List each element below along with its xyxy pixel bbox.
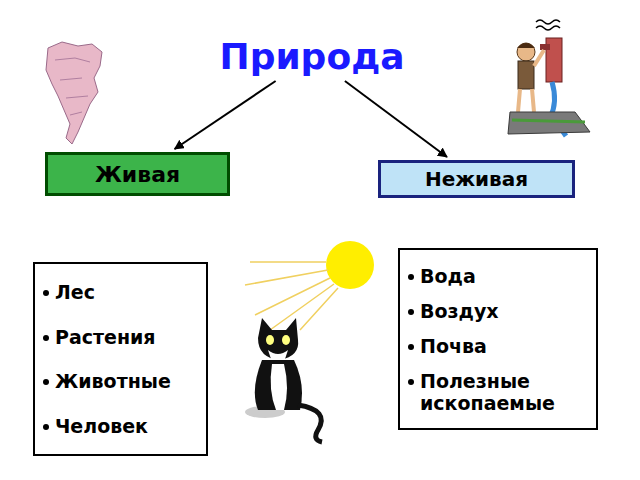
list-item: Вода — [404, 265, 592, 287]
node-label: Неживая — [385, 167, 568, 191]
list-item: Животные — [39, 370, 202, 392]
list-item: Лес — [39, 281, 202, 303]
living-box: Живая — [45, 152, 230, 196]
boy-pump — [508, 20, 590, 136]
list-text: Животные — [55, 370, 171, 392]
bullet — [408, 274, 414, 280]
node-label: Природа — [210, 36, 414, 77]
list-item: Почва — [404, 335, 592, 357]
bullet — [43, 379, 49, 385]
bullet — [43, 290, 49, 296]
list-item: Полезные ископаемые — [404, 370, 592, 414]
bullet — [43, 335, 49, 341]
list-text: Растения — [55, 326, 156, 348]
list-item: Воздух — [404, 300, 592, 322]
living-list: ЛесРастенияЖивотныеЧеловек — [33, 262, 208, 456]
map-regions — [55, 58, 90, 115]
list-text: Лес — [55, 281, 95, 303]
list-item: Растения — [39, 326, 202, 348]
list-text: Почва — [420, 335, 487, 357]
cat — [245, 318, 322, 442]
bullet — [408, 379, 414, 385]
bullet — [408, 344, 414, 350]
list-text: Воздух — [420, 300, 499, 322]
bullet — [43, 424, 49, 430]
arrow — [345, 81, 447, 157]
list-item: Человек — [39, 415, 202, 437]
nonliving-box: Неживая — [378, 160, 575, 198]
title-node: Природа — [210, 36, 414, 77]
nonliving-list: ВодаВоздухПочваПолезные ископаемые — [398, 248, 598, 430]
list-text: Человек — [55, 415, 148, 437]
arrow — [175, 81, 276, 149]
sun — [245, 241, 374, 330]
node-label: Живая — [52, 162, 223, 187]
list-text: Вода — [420, 265, 476, 287]
map-outline — [46, 42, 102, 144]
bullet — [408, 309, 414, 315]
list-text: Полезные ископаемые — [420, 370, 592, 414]
